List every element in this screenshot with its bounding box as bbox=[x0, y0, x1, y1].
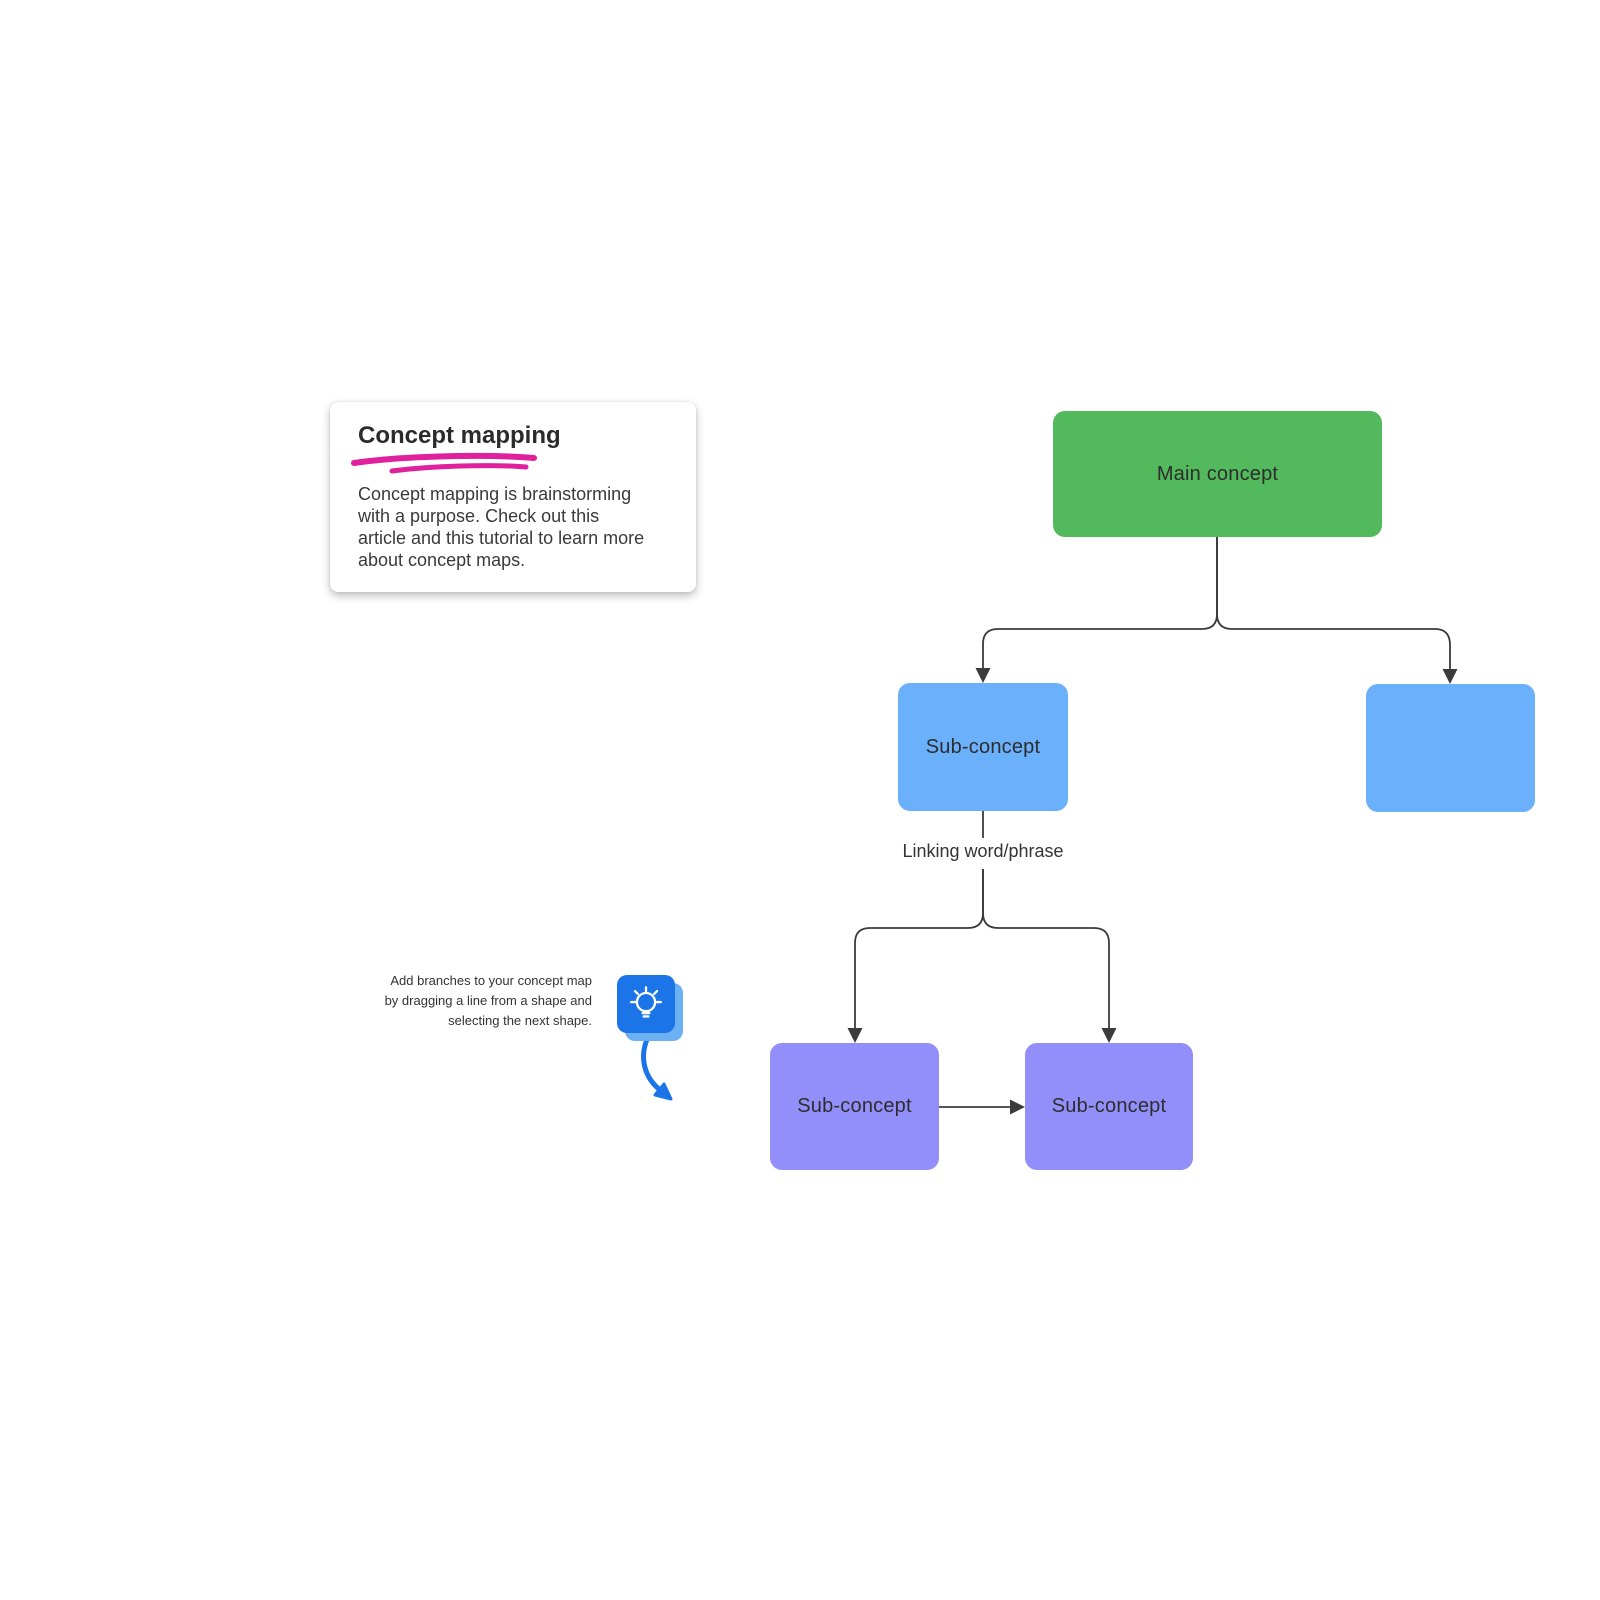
connector-sub-to-bottom-right[interactable] bbox=[982, 869, 1117, 1043]
node-label: Sub-concept bbox=[925, 735, 1041, 758]
node-label: Main concept bbox=[1156, 462, 1279, 485]
arrowhead bbox=[975, 668, 991, 683]
node-label: Sub-concept bbox=[797, 1095, 912, 1117]
node-main-concept[interactable]: Main concept bbox=[1053, 411, 1382, 537]
arrowhead bbox=[653, 1082, 673, 1101]
lightbulb-glyph bbox=[629, 986, 663, 1018]
note-card-body: Concept mapping is brainstorming with a … bbox=[358, 484, 645, 570]
arrowhead bbox=[1101, 1028, 1117, 1043]
tip-swoosh-arrow[interactable] bbox=[641, 1034, 673, 1101]
tip-line: by dragging a line from a shape and bbox=[384, 993, 592, 1008]
tip-line: selecting the next shape. bbox=[448, 1013, 592, 1028]
tip-line: Add branches to your concept map bbox=[390, 973, 592, 988]
connector-main-to-sub-right[interactable] bbox=[1216, 537, 1458, 684]
connector-sub-to-bottom-left[interactable] bbox=[847, 811, 984, 1043]
connector-label[interactable]: Linking word/phrase bbox=[863, 841, 1103, 862]
arrowhead bbox=[847, 1028, 863, 1043]
connector-bottom-left-to-right[interactable] bbox=[939, 1099, 1025, 1115]
node-sub-concept-bottom-right[interactable]: Sub-concept bbox=[1025, 1043, 1193, 1170]
note-card-title: Concept mapping bbox=[358, 422, 561, 449]
connector-main-to-sub-left[interactable] bbox=[975, 537, 1218, 683]
arrowhead bbox=[1442, 669, 1458, 684]
node-sub-concept-bottom-left[interactable]: Sub-concept bbox=[770, 1043, 939, 1170]
marker-underline bbox=[351, 452, 537, 474]
tip-text[interactable]: Add branches to your concept map by drag… bbox=[352, 971, 592, 1031]
arrowhead bbox=[1010, 1099, 1025, 1115]
node-label: Sub-concept bbox=[1051, 1095, 1167, 1117]
node-sub-concept-empty[interactable] bbox=[1366, 684, 1535, 812]
node-sub-concept-left[interactable]: Sub-concept bbox=[898, 683, 1068, 811]
lightbulb-icon[interactable] bbox=[617, 975, 675, 1033]
note-card[interactable]: Concept mapping Concept mapping is brain… bbox=[330, 402, 696, 592]
